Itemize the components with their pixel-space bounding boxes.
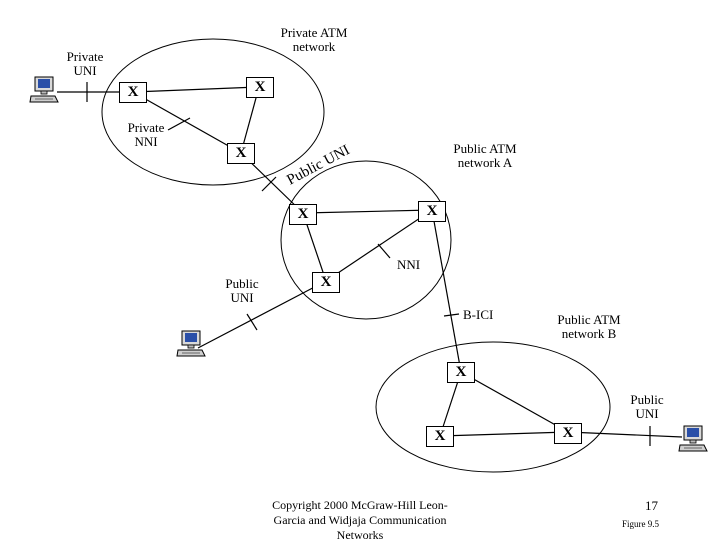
computer-icon xyxy=(29,76,59,103)
link-x6-pc2 xyxy=(197,280,327,349)
link-x7-x9 xyxy=(460,371,569,433)
link-x4-x5 xyxy=(302,209,433,214)
public-uni-left-label: Public UNI xyxy=(225,276,259,306)
tick-public-uni-left xyxy=(246,313,258,331)
tick-private-nni xyxy=(167,117,191,131)
computer-icon xyxy=(678,425,708,452)
switch-x5: X xyxy=(418,201,446,222)
switch-x1: X xyxy=(119,82,147,103)
link-x1-x2 xyxy=(132,86,260,93)
public-atm-network-b-label: Public ATM network B xyxy=(557,312,621,342)
switch-x3: X xyxy=(227,143,255,164)
switch-x4: X xyxy=(289,204,317,225)
b-ici-label: B-ICI xyxy=(463,307,494,322)
switch-x6: X xyxy=(312,272,340,293)
public-atm-network-b-ellipse xyxy=(375,341,611,473)
link-x2-x3 xyxy=(240,86,260,154)
private-atm-network-label: Private ATM network xyxy=(280,25,348,55)
private-nni-label: Private NNI xyxy=(127,120,165,150)
public-atm-network-a-label: Public ATM network A xyxy=(453,141,517,171)
private-atm-network-ellipse xyxy=(101,38,325,186)
nni-label: NNI xyxy=(397,257,421,272)
public-uni-right-label: Public UNI xyxy=(630,392,664,422)
link-x9-pc3 xyxy=(567,431,683,438)
public-uni-curved-label: Public UNI xyxy=(284,142,352,188)
tick-nni xyxy=(377,243,391,259)
tick-b-ici xyxy=(443,313,460,317)
copyright-notice: Copyright 2000 McGraw-Hill Leon- Garcia … xyxy=(272,498,448,540)
figure-label: Figure 9.5 xyxy=(622,519,659,529)
link-x1-x3 xyxy=(132,91,242,154)
switch-x9: X xyxy=(554,423,582,444)
switch-x2: X xyxy=(246,77,274,98)
public-atm-network-a-ellipse xyxy=(280,160,452,320)
private-uni-label: Private UNI xyxy=(66,49,104,79)
tick-public-uni-upper xyxy=(261,176,277,192)
switch-x7: X xyxy=(447,362,475,383)
switch-x8: X xyxy=(426,426,454,447)
link-x8-x9 xyxy=(439,431,569,437)
computer-icon xyxy=(176,330,206,357)
link-x5-x7 xyxy=(431,209,462,373)
page-number: 17 xyxy=(645,498,658,513)
